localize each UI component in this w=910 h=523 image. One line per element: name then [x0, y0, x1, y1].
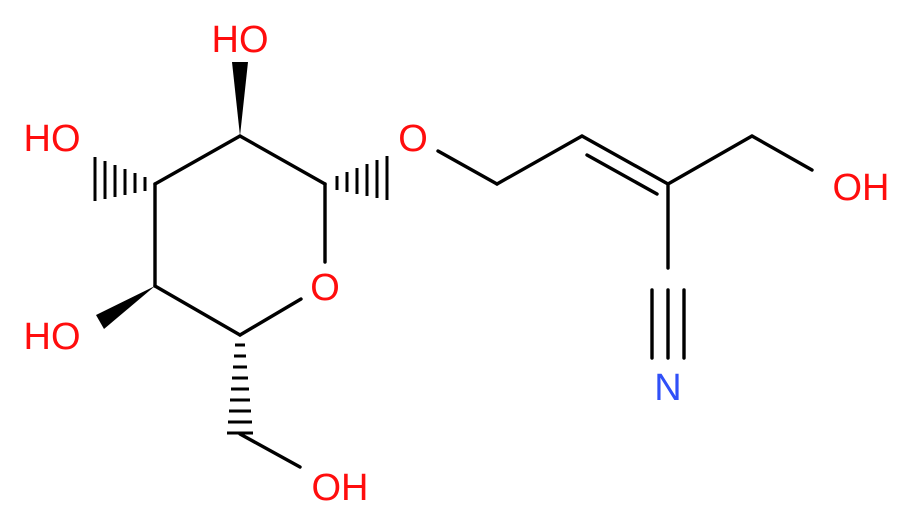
double-bond-alkene [580, 134, 670, 196]
bond-ch2-oh [750, 134, 814, 172]
hash-c3-oh [93, 157, 147, 201]
label-oh-c2: HO [212, 19, 269, 61]
wedge-c4-oh [96, 286, 155, 329]
single-bonds [153, 134, 814, 469]
wedge-c2-oh [232, 62, 248, 136]
label-o-ring: O [310, 267, 340, 309]
label-n-nitrile: N [654, 367, 681, 409]
bond-c2-c3 [153, 134, 242, 186]
label-oh-c3: HO [24, 118, 81, 160]
label-oh-c6: OH [312, 467, 369, 509]
hash-c1-o [335, 156, 389, 200]
label-o-glycosidic: O [398, 118, 428, 160]
label-oh-c4: HO [24, 316, 81, 358]
bond-c-ch2oh [666, 134, 754, 186]
bond-c6-oh [238, 432, 302, 469]
bond-c1-c2 [238, 134, 327, 186]
hash-c5-c6 [227, 343, 253, 435]
bond-o-ch2 [436, 149, 499, 186]
label-oh-allyl: OH [833, 167, 890, 209]
triple-bond-nitrile [650, 288, 686, 360]
bond-c5-o-ring [238, 297, 303, 337]
bond-ch2-ch [495, 134, 584, 186]
bond-c4-c5 [153, 284, 242, 337]
